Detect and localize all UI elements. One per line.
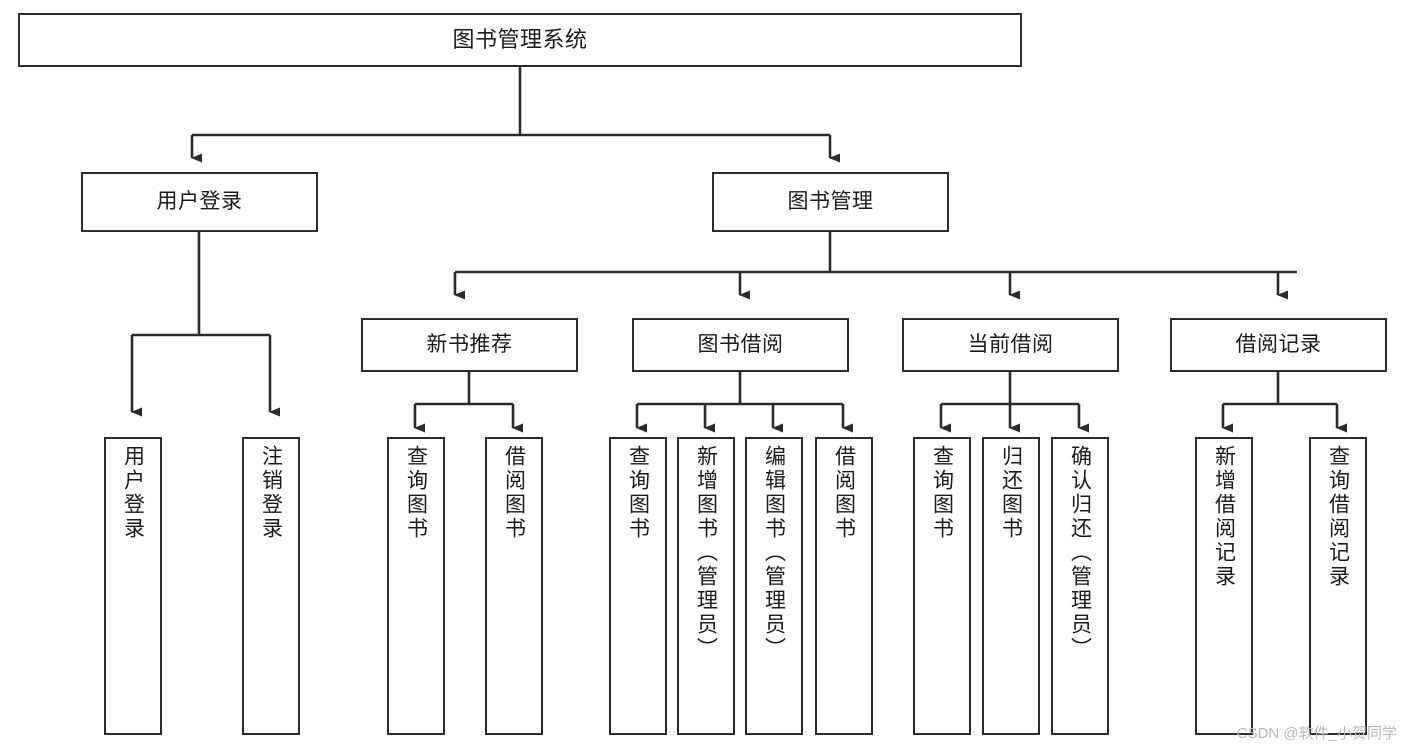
node-label: 借阅图书 [502,445,526,541]
leaf-book-borrow-query-book[interactable]: 查询图书 [609,437,667,735]
node-label: 编辑图书（管理员） [762,445,786,661]
node-current-borrow[interactable]: 当前借阅 [902,318,1119,372]
leaf-user-login-login[interactable]: 用户登录 [104,437,162,735]
node-label: 确认归还（管理员） [1068,445,1092,661]
node-new-book-recommend[interactable]: 新书推荐 [361,318,578,372]
leaf-borrow-record-query-record[interactable]: 查询借阅记录 [1309,437,1367,735]
node-label: 查询图书 [930,445,954,541]
node-label: 图书管理 [787,190,874,214]
leaf-new-book-borrow-book[interactable]: 借阅图书 [485,437,543,735]
node-label: 图书借阅 [697,333,784,357]
watermark: CSDN @软件_小贺同学 [1236,725,1397,742]
node-label: 查询借阅记录 [1326,445,1350,589]
node-label: 归还图书 [999,445,1023,541]
node-label: 借阅记录 [1235,333,1322,357]
node-label: 新增借阅记录 [1212,445,1236,589]
leaf-current-borrow-confirm-return-admin[interactable]: 确认归还（管理员） [1051,437,1109,735]
leaf-book-borrow-borrow-book[interactable]: 借阅图书 [815,437,873,735]
node-label: 用户登录 [156,190,243,214]
node-label: 查询图书 [404,445,428,541]
node-label: 用户登录 [121,445,145,541]
leaf-current-borrow-return-book[interactable]: 归还图书 [982,437,1040,735]
node-root-book-management-system[interactable]: 图书管理系统 [18,13,1022,67]
leaf-new-book-query-book[interactable]: 查询图书 [387,437,445,735]
leaf-current-borrow-query-book[interactable]: 查询图书 [913,437,971,735]
node-label: 当前借阅 [967,333,1054,357]
leaf-book-borrow-add-book-admin[interactable]: 新增图书（管理员） [677,437,735,735]
node-book-borrow[interactable]: 图书借阅 [632,318,849,372]
node-label: 借阅图书 [832,445,856,541]
leaf-borrow-record-add-record[interactable]: 新增借阅记录 [1195,437,1253,735]
node-user-login[interactable]: 用户登录 [81,172,318,232]
node-book-management[interactable]: 图书管理 [712,172,949,232]
node-label: 查询图书 [626,445,650,541]
node-label: 新增图书（管理员） [694,445,718,661]
node-label: 图书管理系统 [452,26,588,52]
node-borrow-record[interactable]: 借阅记录 [1170,318,1387,372]
leaf-user-login-logout[interactable]: 注销登录 [242,437,300,735]
leaf-book-borrow-edit-book-admin[interactable]: 编辑图书（管理员） [745,437,803,735]
node-label: 注销登录 [259,445,283,541]
node-label: 新书推荐 [426,333,513,357]
